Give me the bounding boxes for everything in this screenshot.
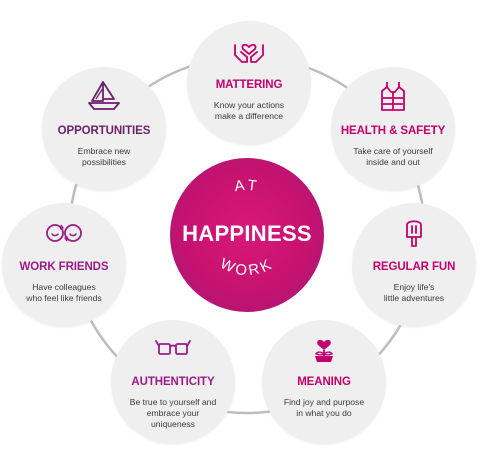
opportunities-title: OPPORTUNITIES xyxy=(57,125,151,137)
authenticity-title: AUTHENTICITY xyxy=(131,376,215,388)
sailboat-icon xyxy=(88,81,120,110)
node-opportunities: OPPORTUNITIES Embrace new possibilities xyxy=(42,67,166,191)
node-mattering: MATTERING Know your actions make a diffe… xyxy=(187,21,311,145)
mattering-title: MATTERING xyxy=(215,79,283,91)
work-friends-title: WORK FRIENDS xyxy=(19,261,109,273)
node-regular-fun: REGULAR FUN Enjoy life's little adventur… xyxy=(352,203,476,327)
hands-heart-icon xyxy=(234,43,264,63)
life-vest-icon xyxy=(381,82,405,111)
node-work-friends: WORK FRIENDS Have colleagues who feel li… xyxy=(2,203,126,327)
health-safety-title: HEALTH & SAFETY xyxy=(340,125,446,137)
friends-loop-icon xyxy=(46,224,82,242)
center-main-word: HAPPINESS xyxy=(182,221,312,246)
mattering-description: Know your actions make a difference xyxy=(213,100,285,121)
heart-plant-icon xyxy=(315,339,333,362)
center-text-arcs: AT WORK xyxy=(217,177,276,280)
node-authenticity: AUTHENTICITY Be true to yourself and emb… xyxy=(111,320,235,444)
meaning-description: Find joy and purpose in what you do xyxy=(283,397,365,418)
ice-pop-icon xyxy=(406,220,422,247)
meaning-title: MEANING xyxy=(297,376,351,388)
center-top-word: AT xyxy=(233,177,260,195)
center-circle: AT WORK HAPPINESS xyxy=(170,158,324,312)
regular-fun-title: REGULAR FUN xyxy=(372,261,456,273)
authenticity-description: Be true to yourself and embrace your uni… xyxy=(129,397,217,429)
center-bottom-word: WORK xyxy=(217,255,276,279)
health-safety-description: Take care of yourself inside and out xyxy=(353,146,433,167)
regular-fun-description: Enjoy life's little adventures xyxy=(383,282,445,303)
work-friends-description: Have colleagues who feel like friends xyxy=(26,282,102,303)
opportunities-description: Embrace new possibilities xyxy=(77,146,131,167)
node-health-safety: HEALTH & SAFETY Take care of yourself in… xyxy=(331,67,455,191)
glasses-icon xyxy=(155,340,191,355)
node-meaning: MEANING Find joy and purpose in what you… xyxy=(262,320,386,444)
